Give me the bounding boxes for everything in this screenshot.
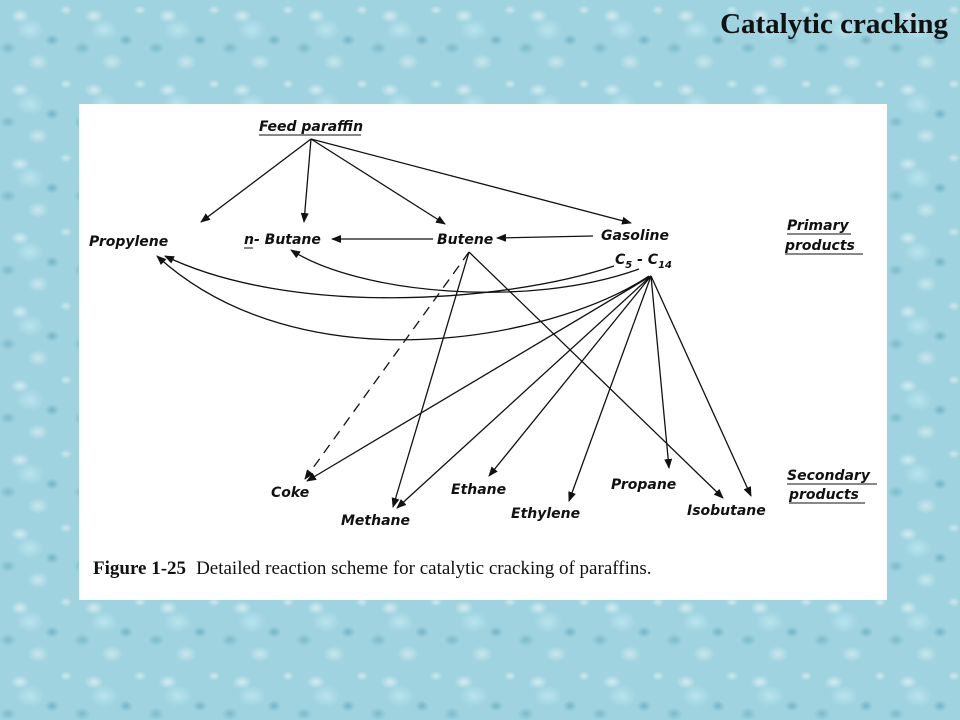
label-primary-line1: Primary: [787, 218, 849, 234]
arrow-gasoline-to-propylene-upper: [164, 255, 615, 299]
label-secondary-line2: products: [788, 487, 859, 503]
arrow-c5c14-to-propane: [650, 275, 673, 469]
arrow-butene-to-coke-dashed: [304, 251, 470, 480]
node-coke: Coke: [271, 485, 309, 501]
arrow-c5c14-to-ethane: [488, 275, 652, 477]
arrow-feed-to-n-butane: [300, 138, 312, 223]
c-range-sub-5: 5: [625, 260, 632, 271]
arrow-feed-to-propylene: [200, 138, 312, 223]
figure-caption: Figure 1-25 Detailed reaction scheme for …: [93, 558, 652, 579]
n-butane-prefix: n: [244, 232, 254, 248]
arrow-gasoline-to-n-butane: [290, 249, 640, 293]
node-propane: Propane: [611, 477, 676, 493]
node-ethane: Ethane: [451, 482, 506, 498]
arrow-feed-to-gasoline: [310, 138, 632, 225]
c-range-dash-c: - C: [632, 252, 659, 268]
node-methane: Methane: [341, 513, 410, 529]
caption-text: Detailed reaction scheme for catalytic c…: [196, 558, 651, 579]
node-c5-c14: C5 - C14: [615, 252, 672, 271]
reaction-scheme-diagram: Feed paraffin Propylene n- Butane Butene…: [89, 119, 877, 579]
reaction-arrows: [156, 138, 752, 509]
arrow-c5c14-to-ethylene: [568, 275, 652, 502]
arrow-feed-to-butene: [310, 138, 446, 225]
arrow-butene-to-methane: [391, 251, 470, 508]
node-ethylene: Ethylene: [511, 506, 580, 522]
arrow-c5c14-to-isobutane: [650, 275, 752, 497]
node-isobutane: Isobutane: [687, 503, 766, 519]
caption-number: Figure 1-25: [93, 558, 186, 579]
arrow-c5c14-to-methane: [396, 275, 652, 509]
node-n-butane: n- Butane: [244, 232, 321, 248]
node-butene: Butene: [437, 232, 493, 248]
arrow-gasoline-to-butene: [496, 233, 594, 242]
arrow-butene-to-isobutane: [468, 251, 724, 499]
arrow-c5c14-to-coke: [306, 275, 652, 482]
n-butane-rest: - Butane: [254, 232, 321, 248]
arrow-c5c14-to-propylene-lower: [156, 255, 650, 341]
label-primary-line2: products: [784, 238, 855, 254]
node-propylene: Propylene: [89, 234, 168, 250]
node-gasoline: Gasoline: [601, 228, 669, 244]
slide-title: Catalytic cracking: [720, 8, 948, 40]
c-range-c: C: [615, 252, 626, 268]
c-range-sub-14: 14: [658, 260, 672, 271]
reaction-scheme-figure: Feed paraffin Propylene n- Butane Butene…: [79, 104, 887, 600]
node-feed-paraffin: Feed paraffin: [259, 119, 363, 135]
label-secondary-line1: Secondary: [787, 468, 871, 484]
